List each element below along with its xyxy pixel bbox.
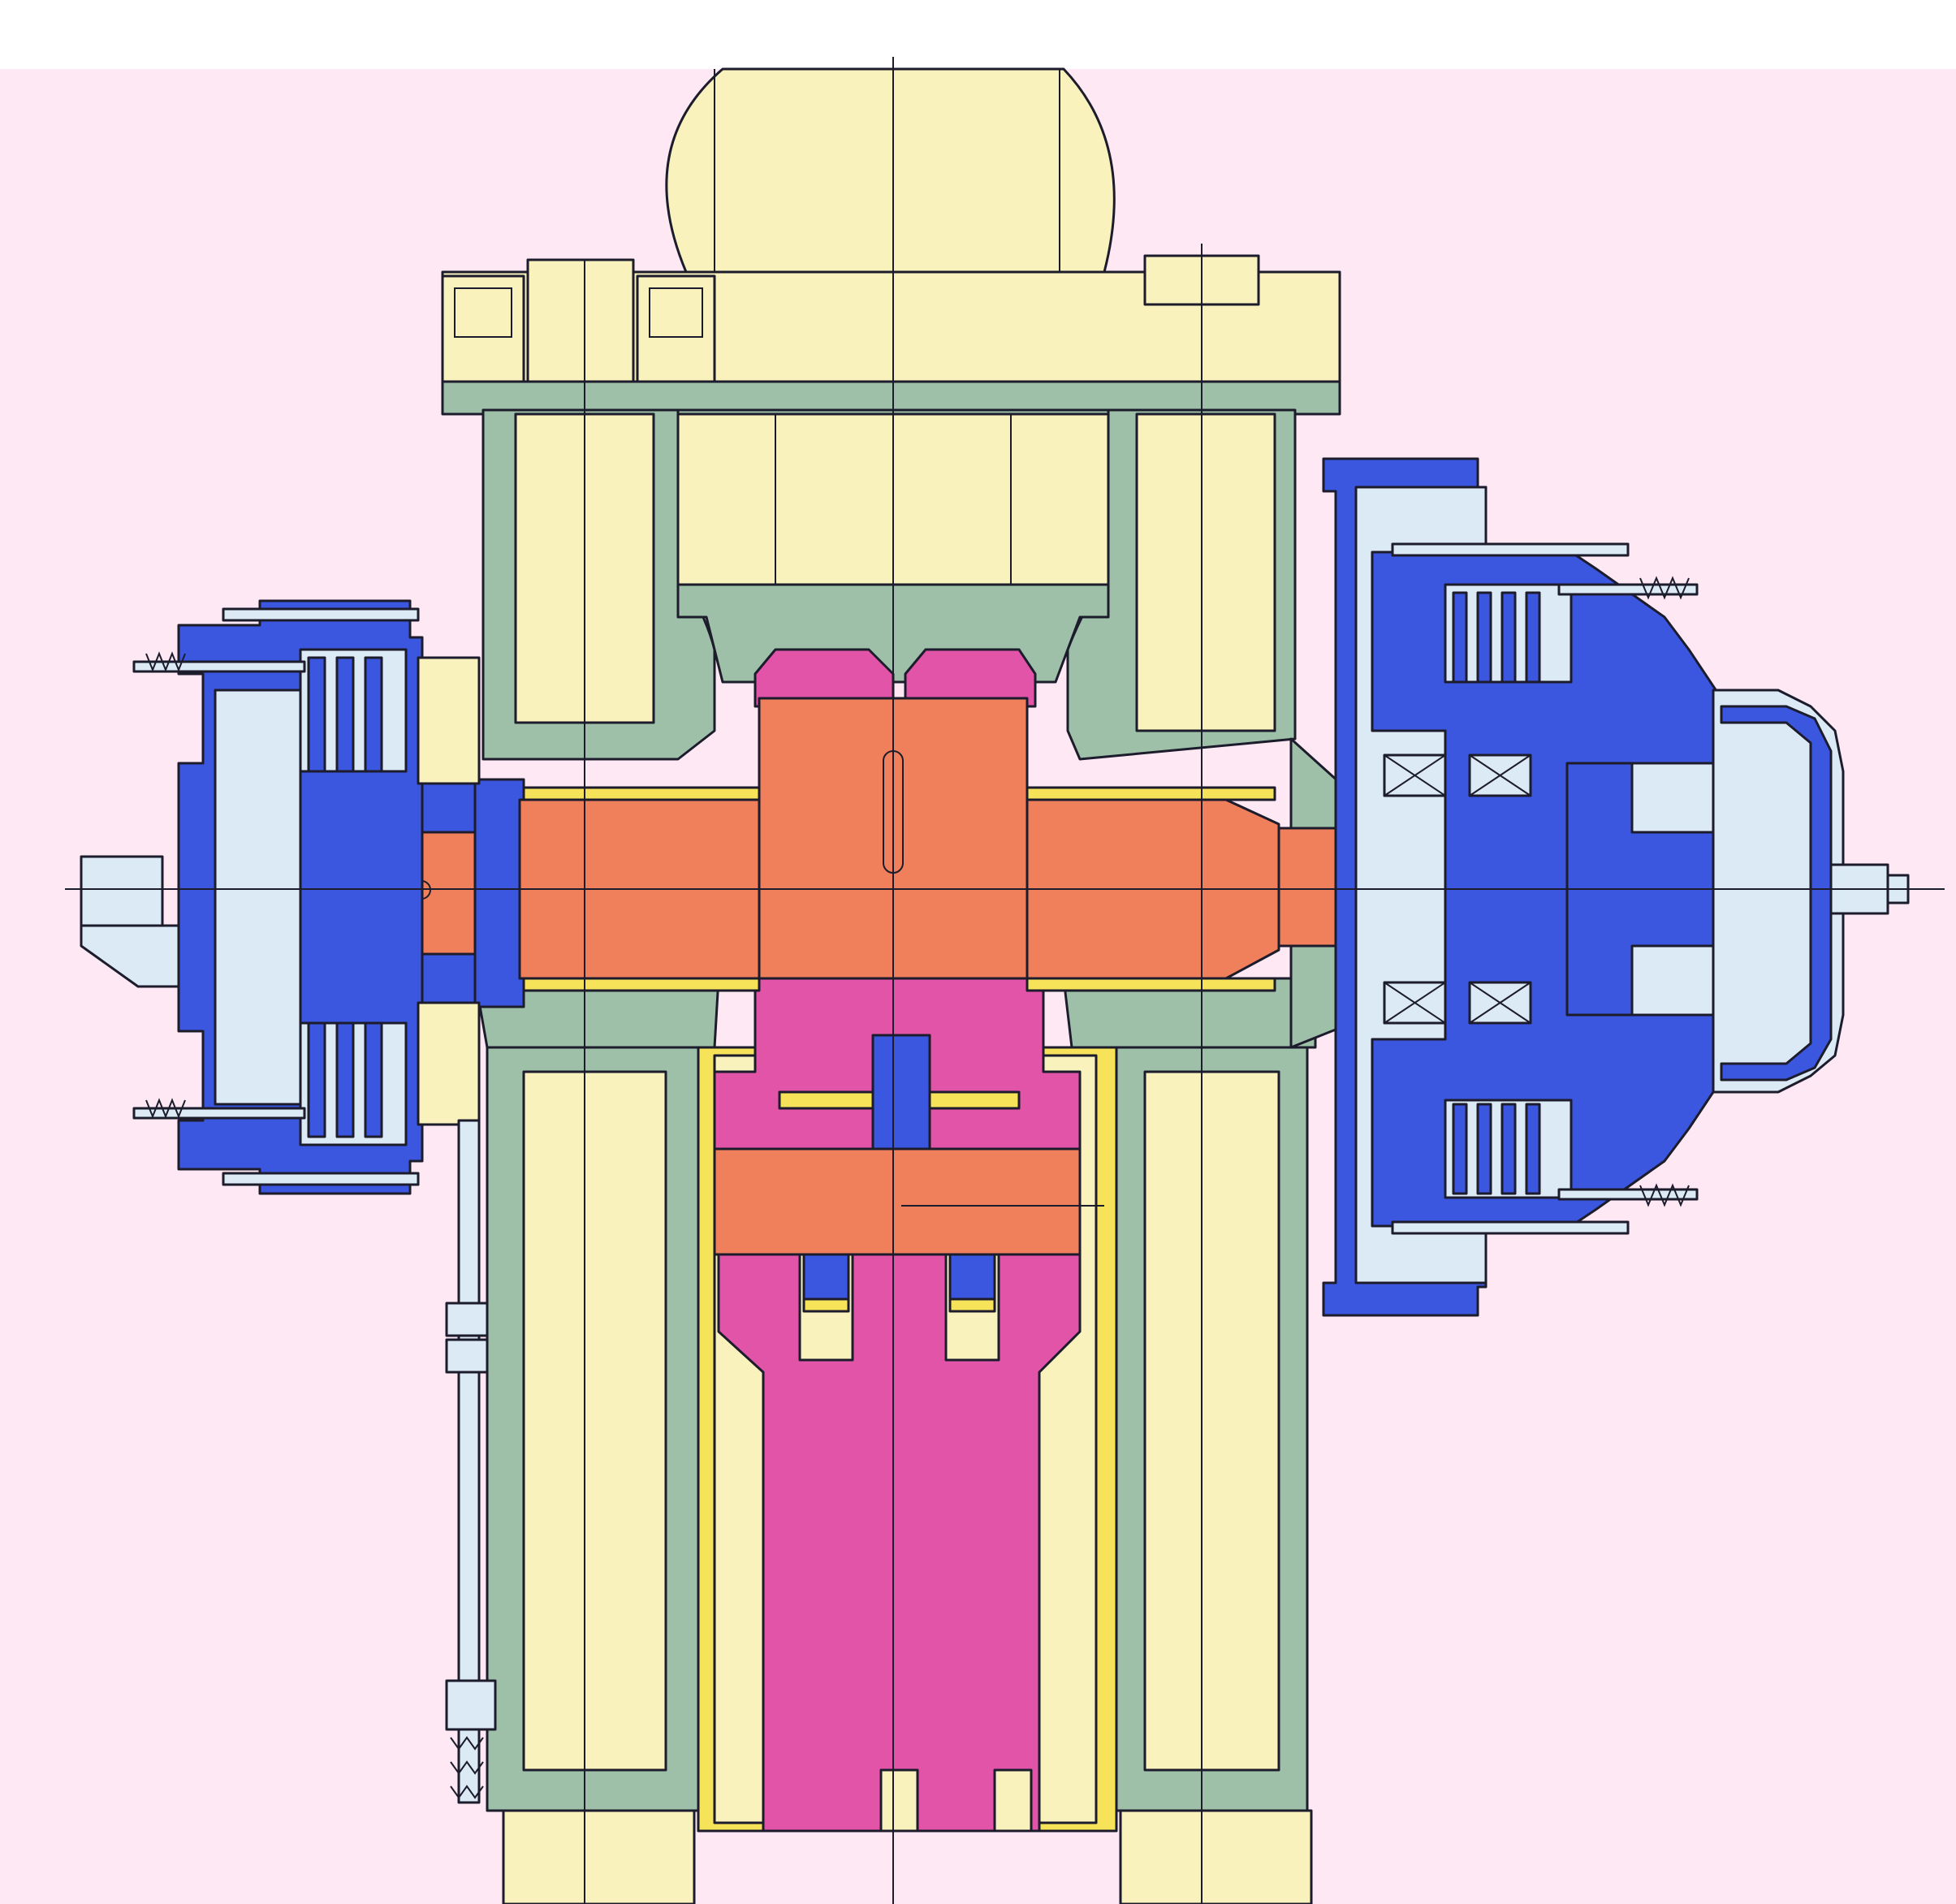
brake-disc-1	[307, 656, 326, 773]
cavity-right-top	[1135, 412, 1276, 732]
motor-housing	[665, 67, 1116, 302]
rod-slot-left-liner	[802, 1297, 850, 1313]
rod-foot-yoke-l	[879, 1768, 919, 1833]
rod-slot-right-liner	[948, 1297, 996, 1313]
bushing-right-top	[1025, 786, 1276, 801]
cavity-left-bottom	[522, 1070, 667, 1772]
clutch-bolt-bottom	[1391, 1220, 1630, 1235]
clutch-disc-a4	[1525, 591, 1541, 684]
clutch-disc-a3	[1500, 591, 1517, 684]
left-brake-assembly	[80, 599, 481, 1195]
gear-lower-liner-l	[778, 1090, 874, 1110]
clutch-disc-b1	[1452, 1103, 1468, 1195]
brake-spacer-bottom	[417, 1001, 481, 1126]
tie-rod-left	[445, 1119, 497, 1804]
brake-disc-6	[364, 1021, 383, 1138]
brake-spacer-top	[417, 656, 481, 785]
rod-slot-left-cap	[802, 1253, 850, 1301]
spring-left-bottom	[145, 1098, 186, 1119]
brake-side-plate	[80, 855, 164, 939]
clutch-cover-shell	[1720, 705, 1833, 1082]
clutch-bolt-top	[1391, 542, 1630, 557]
brake-disc-5	[335, 1021, 355, 1138]
clutch-disc-a2	[1476, 591, 1492, 684]
brake-bolt-bottom	[222, 1172, 420, 1186]
bushing-left-top	[522, 786, 761, 801]
central-gear-assembly	[697, 648, 1118, 1833]
tie-rod-sleeve-3	[445, 1679, 497, 1731]
spring-bolt-top	[132, 660, 306, 673]
spring-right-top	[1639, 576, 1690, 600]
brake-disc-3	[364, 656, 383, 773]
crank-pin	[713, 1147, 1082, 1256]
column-right-foot	[1119, 1809, 1313, 1904]
tie-rod-sleeve-1	[445, 1302, 489, 1337]
brake-disc-4	[307, 1021, 326, 1138]
connecting-rod	[717, 1253, 1082, 1833]
cavity-right-bottom	[1143, 1070, 1280, 1772]
center-lines	[65, 57, 1945, 1904]
spring-bolt-bottom	[132, 1107, 306, 1120]
gear-hub-block	[871, 1034, 931, 1167]
bushing-right-bottom	[1025, 977, 1276, 992]
bolt-cap-left-outer	[441, 274, 525, 383]
bushing-left-bottom	[522, 977, 761, 992]
brake-disc-2	[335, 656, 355, 773]
spring-rod-bottom	[1557, 1188, 1699, 1201]
tie-rod-spring	[450, 1736, 484, 1799]
clutch-disc-b4	[1525, 1103, 1541, 1195]
tie-rod-sleeve-2	[445, 1338, 489, 1374]
clutch-disc-a1	[1452, 591, 1468, 684]
collar-left	[473, 778, 525, 1008]
clutch-disc-b3	[1500, 1103, 1517, 1195]
crown-upper-block	[441, 254, 1341, 428]
gear-lower-liner-r	[928, 1090, 1021, 1110]
spring-left-top	[145, 651, 186, 672]
rod-slot-right-cap	[948, 1253, 996, 1301]
brake-inner-cavity	[214, 689, 302, 1106]
spring-right-bottom	[1639, 1183, 1690, 1207]
brake-bolt-top	[222, 607, 420, 622]
rod-foot-yoke-r	[993, 1768, 1033, 1833]
gear-top-right	[904, 648, 1037, 708]
brake-mount-bracket	[80, 924, 180, 988]
column-left-foot	[502, 1809, 696, 1904]
drive-motor	[665, 67, 1116, 302]
clutch-disc-b2	[1476, 1103, 1492, 1195]
